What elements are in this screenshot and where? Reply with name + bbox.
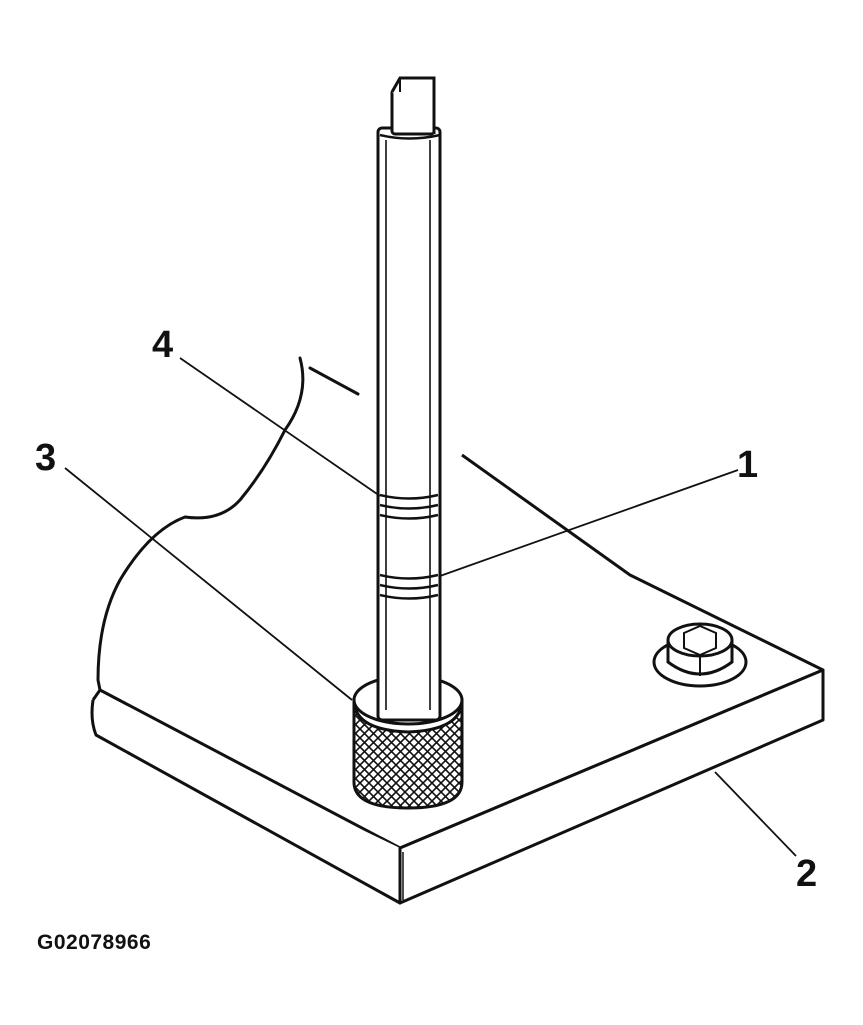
figure-id: G02078966 [37,931,152,954]
callout-4: 4 [152,324,174,366]
plate-front-face [90,699,402,905]
leader-2 [714,771,797,857]
groove-1 [379,573,439,600]
base-plate [90,453,825,905]
callout-3: 3 [35,437,57,479]
callout-2: 2 [796,853,818,895]
leader-1 [439,469,739,577]
housing-outline [96,356,360,692]
groove-4 [379,493,439,520]
plate-right-face [398,668,825,905]
callout-1: 1 [737,444,759,486]
leader-lines [64,357,797,857]
leader-4 [179,357,381,497]
shaft [376,76,442,722]
leader-3 [64,467,353,701]
bolt [652,622,748,688]
